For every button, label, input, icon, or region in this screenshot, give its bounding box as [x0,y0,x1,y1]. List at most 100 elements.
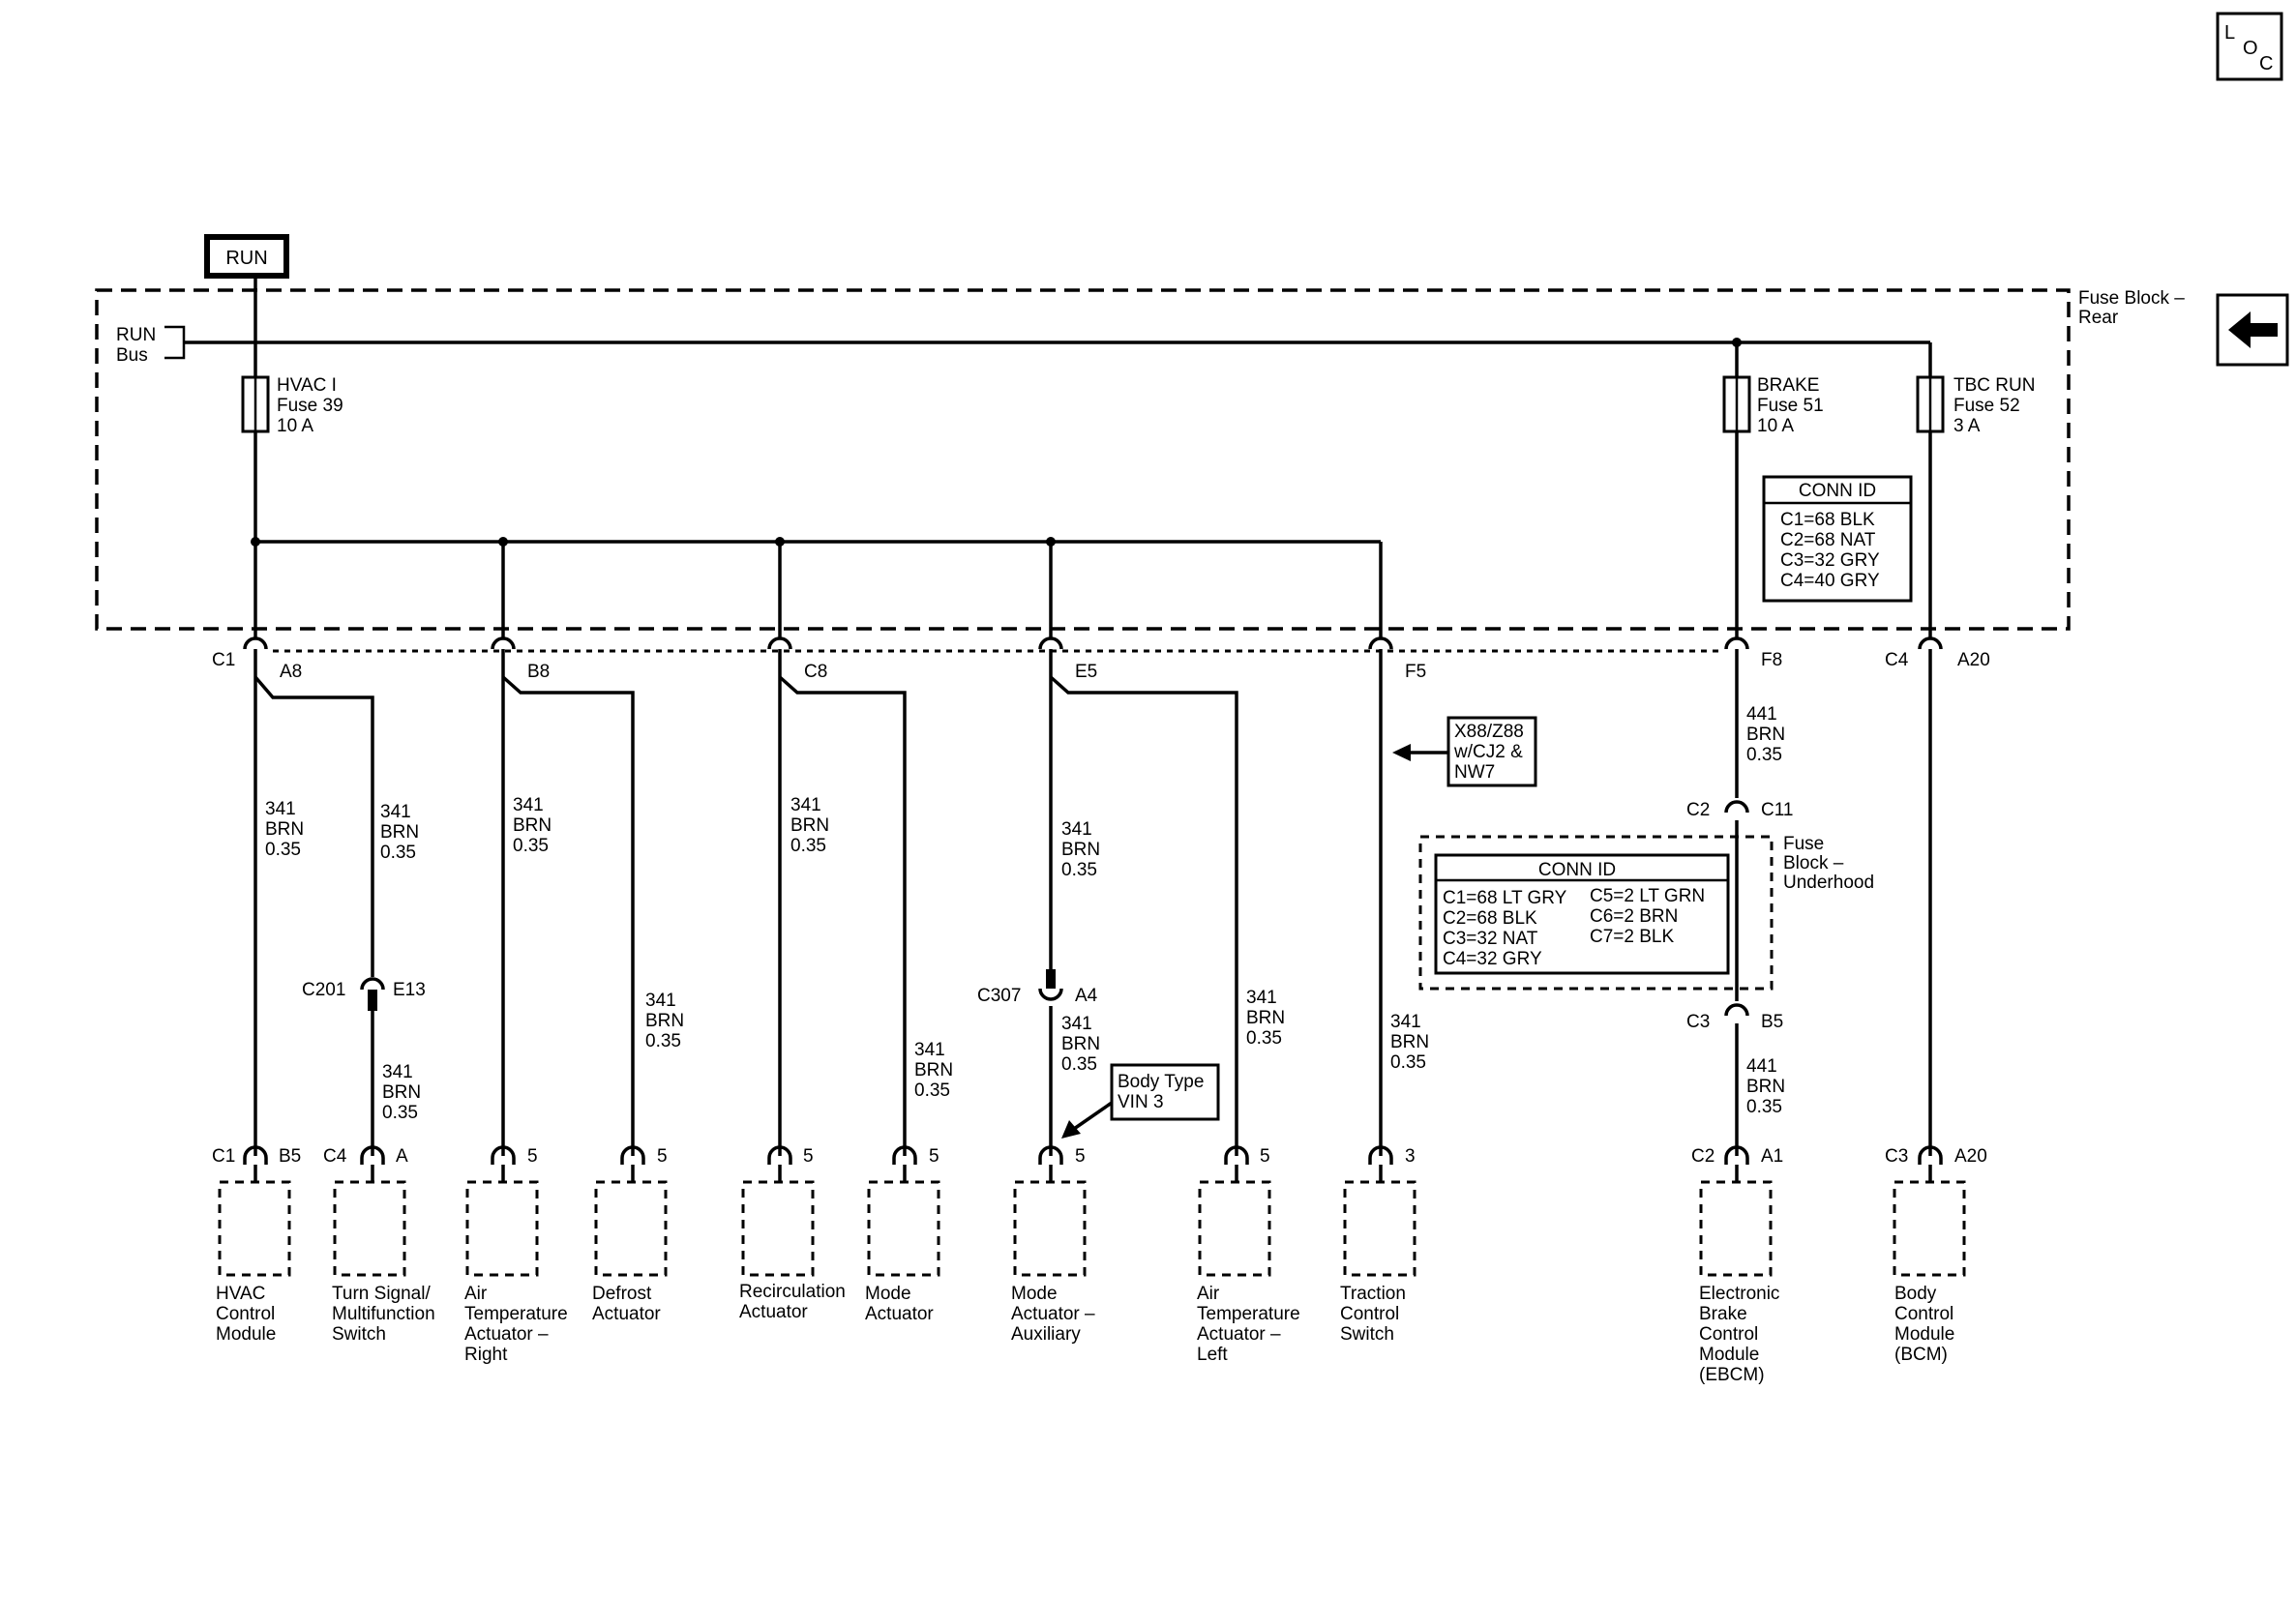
svg-text:BRN: BRN [382,1082,421,1103]
svg-text:341: 341 [1061,819,1092,840]
svg-text:Actuator: Actuator [739,1302,808,1322]
svg-text:0.35: 0.35 [382,1103,418,1123]
fuse-tbc-number: Fuse 52 [1953,396,2020,416]
svg-text:C3=32 GRY: C3=32 GRY [1780,550,1880,571]
svg-text:C4=40 GRY: C4=40 GRY [1780,571,1880,591]
svg-text:Turn Signal/: Turn Signal/ [332,1284,431,1304]
svg-text:Switch: Switch [1340,1324,1394,1345]
svg-text:Module: Module [1699,1345,1759,1365]
svg-text:C2=68 BLK: C2=68 BLK [1443,908,1537,929]
svg-text:(BCM): (BCM) [1894,1345,1948,1365]
svg-text:BRN: BRN [1390,1032,1429,1052]
svg-text:Actuator: Actuator [592,1304,661,1324]
svg-text:5: 5 [929,1146,939,1167]
fuse-block-rear-boundary [95,288,2071,631]
hvac-control-module [218,1180,291,1277]
svg-text:C2=68 NAT: C2=68 NAT [1780,530,1876,550]
svg-text:0.35: 0.35 [914,1080,950,1101]
svg-text:C8: C8 [804,662,827,682]
svg-text:0.35: 0.35 [513,836,549,856]
ebcm [1699,1180,1773,1277]
svg-text:VIN 3: VIN 3 [1118,1092,1164,1112]
svg-text:C1: C1 [212,650,235,670]
svg-text:BRN: BRN [380,822,419,843]
svg-text:X88/Z88: X88/Z88 [1454,722,1524,742]
turn-signal-switch [333,1180,406,1277]
svg-text:0.35: 0.35 [380,843,416,863]
svg-text:341: 341 [1061,1014,1092,1034]
svg-text:C4: C4 [323,1146,347,1167]
svg-text:O: O [2243,38,2258,59]
svg-text:L: L [2224,22,2235,44]
svg-text:Air: Air [1197,1284,1220,1304]
svg-text:Mode: Mode [1011,1284,1058,1304]
svg-text:341: 341 [382,1062,413,1082]
svg-text:0.35: 0.35 [1746,1097,1782,1117]
svg-text:F8: F8 [1761,650,1782,670]
svg-text:HVAC: HVAC [216,1284,265,1304]
svg-text:A1: A1 [1761,1146,1783,1167]
svg-text:B8: B8 [527,662,550,682]
svg-text:RUN: RUN [116,325,156,345]
wire-runs [253,649,1932,1156]
svg-text:5: 5 [1260,1146,1270,1167]
mode-actuator [867,1180,940,1277]
fuse-hvac-label: HVAC I [277,375,337,396]
svg-text:C1=68 BLK: C1=68 BLK [1780,510,1875,530]
svg-text:Module: Module [1894,1324,1954,1345]
svg-text:341: 341 [265,799,296,819]
svg-text:BRN: BRN [1061,1034,1100,1054]
fuse-brake-label: BRAKE [1757,375,1819,396]
bcm [1893,1180,1966,1277]
svg-text:Actuator –: Actuator – [1011,1304,1095,1324]
svg-text:0.35: 0.35 [1390,1052,1426,1073]
top-connectors: C1 A8 B8 C8 E5 F5 F8 C4 A20 [212,636,1990,682]
run-bus: RUN Bus [116,325,1930,366]
svg-text:BRN: BRN [1746,1077,1785,1097]
component-boxes [218,1180,1966,1277]
svg-text:Control: Control [1894,1304,1953,1324]
svg-text:0.35: 0.35 [1061,860,1097,880]
svg-text:C1: C1 [212,1146,235,1167]
fuse-tbc-rating: 3 A [1953,416,1981,436]
svg-text:5: 5 [1075,1146,1086,1167]
svg-text:B5: B5 [279,1146,301,1167]
svg-text:BRN: BRN [645,1011,684,1031]
back-arrow-icon[interactable] [2216,293,2289,367]
svg-text:341: 341 [1390,1012,1421,1032]
svg-text:BRN: BRN [513,815,552,836]
svg-text:C4: C4 [1885,650,1909,670]
svg-text:341: 341 [380,802,411,822]
conn-id-rear: CONN ID C1=68 BLK C2=68 NAT C3=32 GRY C4… [1762,475,1913,603]
svg-text:C2: C2 [1691,1146,1715,1167]
svg-text:BRN: BRN [790,815,829,836]
svg-text:Recirculation: Recirculation [739,1282,846,1302]
svg-text:C: C [2259,53,2273,74]
fuse-block-underhood-label: Fuse [1783,834,1824,854]
inline-connectors: C201 E13 C307 A4 C2 C11 C3 B5 [302,800,1793,1032]
svg-text:Electronic: Electronic [1699,1284,1779,1304]
svg-text:Actuator: Actuator [865,1304,934,1324]
loc-icon[interactable]: L O C [2216,12,2283,81]
fuse-block-underhood-boundary [1418,835,1774,991]
svg-text:Control: Control [1699,1324,1758,1345]
svg-text:RUN: RUN [225,248,267,269]
svg-text:E5: E5 [1075,662,1097,682]
svg-text:5: 5 [527,1146,538,1167]
svg-text:C307: C307 [977,986,1021,1006]
svg-text:C5=2 LT GRN: C5=2 LT GRN [1590,886,1705,906]
svg-text:Control: Control [1340,1304,1399,1324]
svg-text:Temperature: Temperature [1197,1304,1300,1324]
svg-text:BRN: BRN [1746,725,1785,745]
defrost-actuator [594,1180,668,1277]
svg-text:B5: B5 [1761,1012,1783,1032]
svg-text:0.35: 0.35 [790,836,826,856]
svg-text:C6=2 BRN: C6=2 BRN [1590,906,1678,927]
svg-text:Actuator –: Actuator – [464,1324,549,1345]
wire-labels: 341 BRN 0.35 341 BRN 0.35 341 BRN 0.35 3… [265,704,1785,1123]
svg-text:5: 5 [803,1146,814,1167]
svg-text:C1=68 LT GRY: C1=68 LT GRY [1443,888,1567,908]
svg-text:BRN: BRN [1061,840,1100,860]
svg-text:C4=32 GRY: C4=32 GRY [1443,949,1542,969]
